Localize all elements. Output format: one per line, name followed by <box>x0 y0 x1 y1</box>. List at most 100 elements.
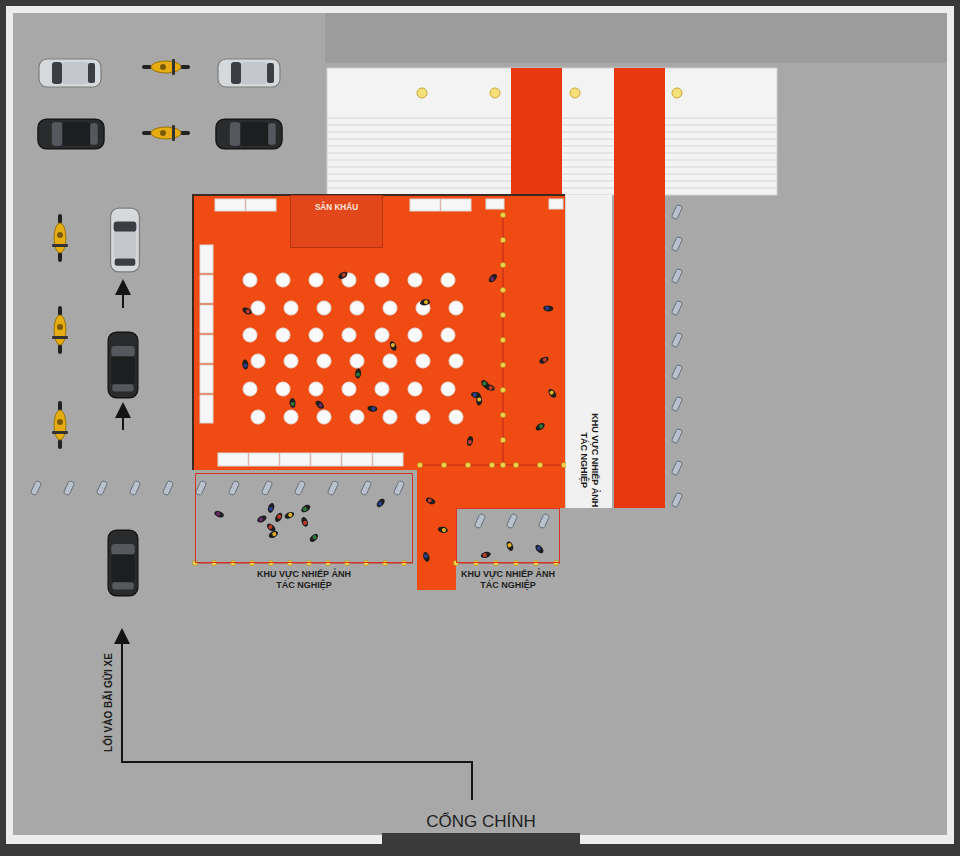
rope-post <box>500 212 505 217</box>
round-table <box>276 382 290 396</box>
round-table <box>383 301 397 315</box>
person <box>547 388 558 400</box>
rope-post <box>230 560 235 565</box>
banquet-table <box>246 199 276 211</box>
barrier <box>671 332 682 347</box>
photo-zone: KHU VỰC NHIẾP ẢNH TÁC NGHIỆP <box>456 508 560 563</box>
round-table <box>441 328 455 342</box>
rope-post <box>382 560 387 565</box>
barrier <box>671 204 682 219</box>
round-table <box>375 328 389 342</box>
round-table <box>309 273 323 287</box>
outer-wall <box>6 6 954 844</box>
parking <box>38 59 282 596</box>
barrier <box>261 480 272 495</box>
car <box>218 59 280 87</box>
banquet-table <box>200 395 213 423</box>
rope-post <box>493 560 498 565</box>
person <box>425 496 437 505</box>
shadow-band <box>325 13 947 63</box>
person <box>543 305 553 312</box>
rope-post <box>533 560 538 565</box>
zone-label: KHU VỰC NHIẾP ẢNH TÁC NGHIỆP <box>250 569 358 592</box>
banquet-table <box>200 245 213 273</box>
round-table <box>251 301 265 315</box>
person <box>289 398 296 408</box>
banquet-table <box>200 365 213 393</box>
person <box>367 405 378 412</box>
rope-post <box>500 287 505 292</box>
rope-post <box>363 560 368 565</box>
round-table <box>416 410 430 424</box>
rope-post <box>268 560 273 565</box>
person <box>241 306 253 316</box>
rope-post <box>249 560 254 565</box>
banquet-table <box>441 199 471 211</box>
round-table <box>408 382 422 396</box>
rope-post <box>211 560 216 565</box>
round-table <box>342 273 356 287</box>
person <box>534 422 546 432</box>
barrier <box>228 480 239 495</box>
round-table <box>375 382 389 396</box>
person <box>265 522 276 533</box>
barrier <box>671 268 682 283</box>
round-table <box>350 301 364 315</box>
person <box>422 551 431 562</box>
round-table <box>408 328 422 342</box>
motorbike <box>142 59 190 75</box>
round-table <box>342 382 356 396</box>
rope-post <box>500 362 505 367</box>
red-carpet <box>614 68 665 508</box>
motorbike <box>142 125 190 141</box>
zone-label: KHU VỰC NHIẾP ẢNH TÁC NGHIỆP <box>454 569 562 592</box>
person <box>480 551 491 559</box>
round-table <box>309 382 323 396</box>
ground <box>6 6 954 847</box>
banquet-table <box>280 453 310 466</box>
barrier <box>30 480 41 495</box>
barrier <box>360 480 371 495</box>
barrier <box>162 480 173 495</box>
person <box>476 395 482 405</box>
barrier <box>671 236 682 251</box>
banquet-table <box>373 453 403 466</box>
person <box>355 368 362 379</box>
barrier <box>671 460 682 475</box>
round-table <box>375 273 389 287</box>
person <box>375 497 386 508</box>
person <box>256 514 268 524</box>
person <box>337 270 349 280</box>
round-table <box>251 410 265 424</box>
photo-zone: KHU VỰC NHIẾP ẢNH TÁC NGHIỆP <box>195 473 413 563</box>
rope-post <box>344 560 349 565</box>
barrier <box>474 513 485 528</box>
banquet-table <box>200 275 213 303</box>
traffic-arrows <box>122 287 472 800</box>
motorbike <box>52 214 68 262</box>
car <box>108 530 138 596</box>
person <box>538 355 550 365</box>
round-table <box>317 354 331 368</box>
rope-post <box>553 560 558 565</box>
car <box>108 332 138 398</box>
person <box>466 435 474 446</box>
person <box>300 503 312 514</box>
rope-post <box>473 560 478 565</box>
round-table <box>276 328 290 342</box>
barrier <box>327 480 338 495</box>
rope-post <box>417 462 422 467</box>
route-label: LỐI VÀO BÃI GỬI XE <box>103 653 114 752</box>
person <box>308 532 319 543</box>
grandstand-body <box>327 68 777 195</box>
round-table <box>243 382 257 396</box>
barrier <box>195 480 206 495</box>
event-hall <box>192 195 566 590</box>
barrier <box>63 480 74 495</box>
round-table <box>276 273 290 287</box>
round-table <box>284 410 298 424</box>
round-table <box>449 354 463 368</box>
direction-arrow <box>122 410 124 430</box>
round-table <box>416 354 430 368</box>
